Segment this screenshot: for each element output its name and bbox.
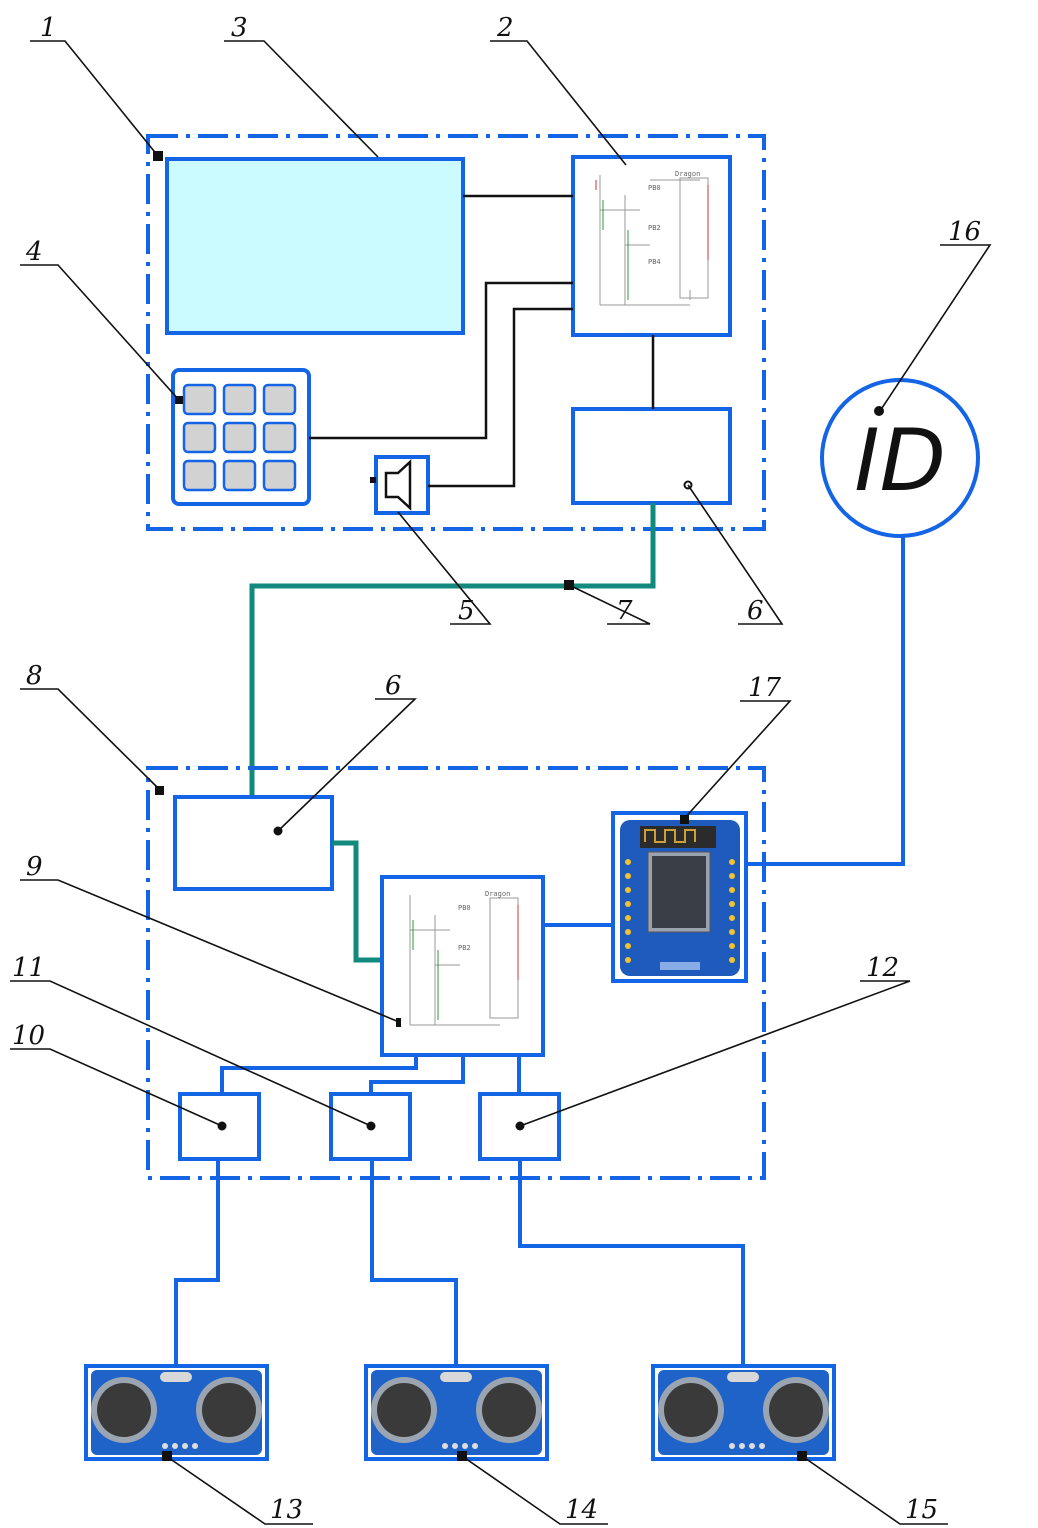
callout-8: 8 [26,661,43,691]
callout-12: 12 [866,953,899,983]
controller-board-bottom: Dragon PB0 PB2 [382,877,543,1055]
teal-link [332,843,382,960]
controller-board-top: Dragon PB0 PB2 PB4 [573,157,730,335]
sensor-wiring [176,1159,743,1366]
speaker-icon [370,457,428,513]
leader-lines [10,41,990,1524]
callout-2: 2 [496,13,514,43]
callout-14: 14 [565,1495,598,1525]
callout-11: 11 [12,953,45,983]
ultrasonic-sensor-icon [653,1366,834,1461]
svg-text:PB2: PB2 [458,944,471,952]
display-screen [167,159,463,333]
callout-10: 10 [12,1021,45,1051]
callout-5: 5 [458,596,475,626]
callout-17: 17 [748,673,782,703]
svg-text:PB0: PB0 [458,904,471,912]
callout-7: 7 [616,596,633,626]
controller-sensor-wiring [222,1055,519,1094]
svg-text:PB0: PB0 [648,184,661,192]
callout-15: 15 [905,1495,938,1525]
wifi-module-icon [613,813,746,981]
interface-module-top [573,409,730,503]
svg-text:PB2: PB2 [648,224,661,232]
svg-text:Dragon: Dragon [485,890,510,898]
connecting-cable [252,503,653,797]
callout-3: 3 [231,13,248,43]
interface-module-bottom [175,797,332,889]
callout-13: 13 [270,1495,303,1525]
callout-1: 1 [40,13,57,43]
callout-16: 16 [948,217,981,247]
callout-9: 9 [26,852,43,882]
keypad-icon [173,370,309,504]
callout-4: 4 [25,237,43,267]
svg-text:Dragon: Dragon [675,170,700,178]
id-reader-text: ID [854,411,946,511]
svg-text:PB4: PB4 [648,258,661,266]
callout-6-top: 6 [747,596,764,626]
ultrasonic-sensor-icon [366,1366,547,1461]
ultrasonic-sensor-icon [86,1366,267,1461]
callout-6-bottom: 6 [385,671,402,701]
